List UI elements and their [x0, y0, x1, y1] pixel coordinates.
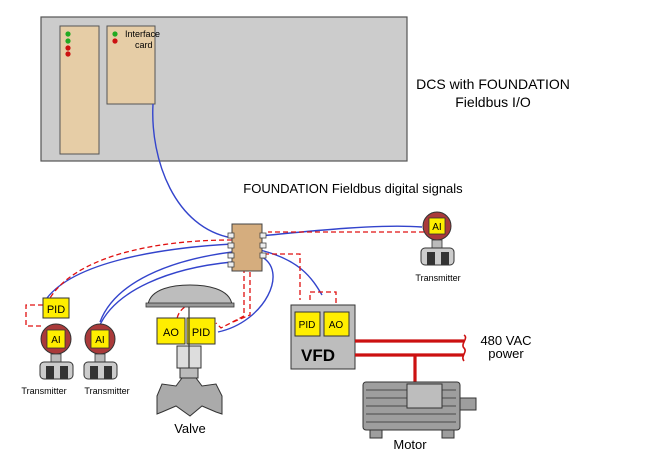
valve-actuator — [147, 284, 233, 306]
transmitter-label: Transmitter — [21, 386, 66, 396]
motor-shaft — [459, 397, 477, 411]
ai-block — [46, 329, 66, 349]
dcs-cabinet: Interface card DCS with FOUNDATION Field… — [40, 16, 570, 162]
transmitter-left: PID AI Transmitter — [21, 297, 74, 396]
pid-block-label: PID — [299, 320, 316, 331]
status-led-red — [112, 38, 118, 44]
io-card — [59, 25, 100, 155]
spur-wire-ai-middle — [99, 251, 233, 323]
spur-wire-pid-ai-left — [46, 243, 233, 299]
pid-block-label: PID — [47, 304, 65, 316]
ai-block-label: AI — [51, 335, 60, 346]
ai-block — [428, 217, 446, 235]
ai-block-label: AI — [95, 335, 104, 346]
status-led-red — [65, 45, 71, 51]
status-led-green — [65, 31, 71, 37]
ao-block — [323, 311, 350, 337]
valve-label: Valve — [174, 421, 206, 436]
power-break-mark — [462, 334, 467, 362]
ai-block — [90, 329, 110, 349]
transmitter-label: Transmitter — [84, 386, 129, 396]
power-label-line2: power — [488, 346, 524, 361]
trunk-wire — [152, 103, 233, 239]
fieldbus-wiring — [46, 103, 423, 333]
ao-block-label: AO — [329, 320, 344, 331]
motor-junction-box — [406, 383, 443, 409]
pid-block — [42, 297, 70, 319]
signal-path-vfd — [264, 253, 301, 300]
transmitter-label: Transmitter — [415, 273, 460, 283]
interface-card-label-line1: Interface — [125, 29, 160, 39]
pid-block — [186, 317, 216, 345]
dcs-title-line2: Fieldbus I/O — [455, 94, 531, 110]
valve-body — [156, 377, 223, 417]
spur-wire-ai-middle-b — [98, 261, 233, 328]
status-led-red — [65, 51, 71, 57]
signal-path-ai — [268, 213, 438, 233]
spur-wire-ai-right — [259, 225, 423, 237]
status-led-green — [112, 31, 118, 37]
spur-wire-vfd — [259, 249, 323, 296]
vfd-drive: PID AO VFD — [290, 304, 356, 370]
ai-block-label: AI — [432, 222, 441, 233]
signal-path-valve-pid — [215, 236, 245, 329]
spur-wire-valve — [217, 255, 274, 333]
junction-box — [227, 223, 267, 272]
signal-path-pid — [49, 239, 233, 299]
pid-block-label: PID — [192, 327, 210, 339]
interface-card-label-line2: card — [135, 40, 153, 50]
motor: Motor — [362, 381, 477, 452]
status-led-green — [65, 38, 71, 44]
power-label-line1: 480 VAC — [480, 333, 531, 348]
dcs-title-line1: DCS with FOUNDATION — [416, 76, 570, 92]
vfd-label: VFD — [301, 346, 335, 365]
signal-path-pid-ai-loop — [25, 304, 43, 327]
transmitter-right: AI Transmitter — [415, 211, 461, 283]
signal-path-vfd-internal — [309, 291, 337, 305]
transmitter-middle: AI Transmitter — [83, 323, 130, 396]
bus-label: FOUNDATION Fieldbus digital signals — [243, 181, 463, 196]
pid-block — [294, 311, 321, 337]
ao-block — [156, 317, 186, 345]
control-valve: AO PID Valve — [145, 284, 235, 436]
motor-label: Motor — [393, 437, 427, 452]
ao-block-label: AO — [163, 327, 179, 339]
